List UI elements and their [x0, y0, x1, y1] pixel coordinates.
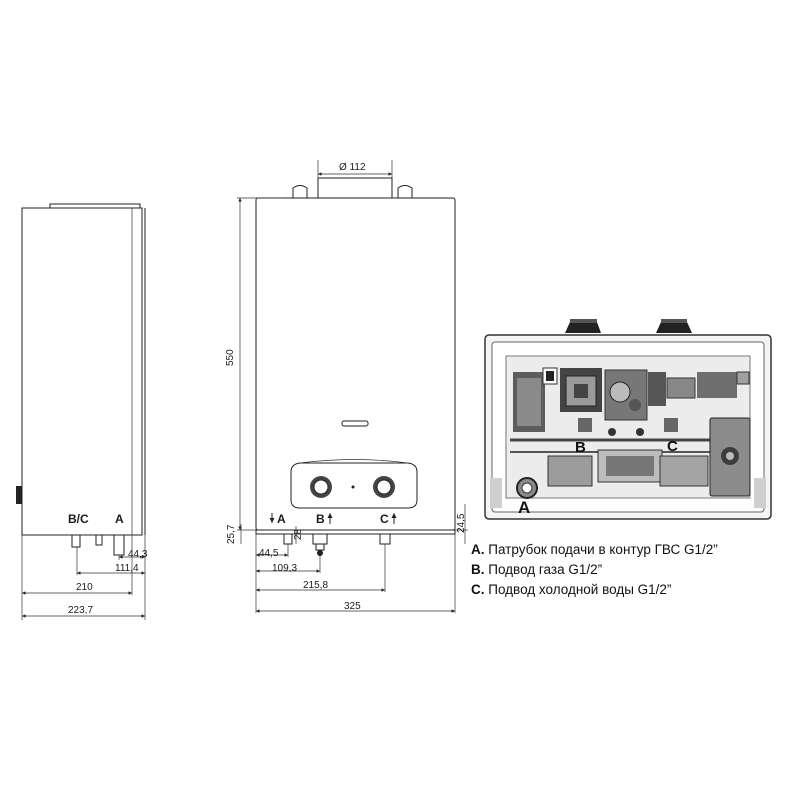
- legend-item-c: C. Подвод холодной воды G1/2”: [471, 580, 799, 600]
- photo-label-c: C: [667, 438, 678, 455]
- front-label-a: A: [277, 512, 286, 526]
- legend-key: C.: [471, 582, 485, 597]
- dim-front-pipe-right: 24,5: [456, 513, 467, 533]
- photo-label-b: B: [575, 439, 586, 456]
- legend-item-a: A. Патрубок подачи в контур ГВС G1/2”: [471, 540, 799, 560]
- dim-front-c: 215,8: [303, 580, 328, 591]
- front-label-b: B: [316, 512, 325, 526]
- dim-side-total: 223,7: [68, 605, 93, 616]
- legend-text: Патрубок подачи в контур ГВС G1/2”: [488, 542, 718, 557]
- dim-flue-diameter: Ø 112: [339, 162, 366, 173]
- legend-text: Подвод холодной воды G1/2”: [488, 582, 672, 597]
- dim-front-pipe-left: 25,7: [226, 524, 237, 544]
- side-label-a: A: [115, 512, 124, 526]
- bottom-view-photo: [484, 319, 772, 520]
- legend-item-b: B. Подвод газа G1/2”: [471, 560, 799, 580]
- front-label-c: C: [380, 512, 389, 526]
- photo-label-a: A: [518, 498, 530, 517]
- dim-side-body: 210: [76, 582, 93, 593]
- side-view: [16, 203, 146, 620]
- dim-front-width: 325: [344, 601, 361, 612]
- legend-text: Подвод газа G1/2”: [488, 562, 603, 577]
- legend-key: B.: [471, 562, 485, 577]
- connections-legend: A. Патрубок подачи в контур ГВС G1/2” B.…: [471, 540, 799, 600]
- side-label-bc: B/C: [68, 512, 89, 526]
- dim-side-bc: 111,4: [115, 563, 139, 574]
- legend-key: A.: [471, 542, 485, 557]
- dim-side-a: 44,3: [128, 549, 148, 560]
- dim-front-pipe-a: 28: [293, 528, 304, 540]
- front-view: [237, 160, 468, 613]
- dim-front-a: 44,5: [259, 548, 279, 559]
- dim-height: 550: [225, 349, 236, 366]
- dim-front-b: 109,3: [272, 563, 297, 574]
